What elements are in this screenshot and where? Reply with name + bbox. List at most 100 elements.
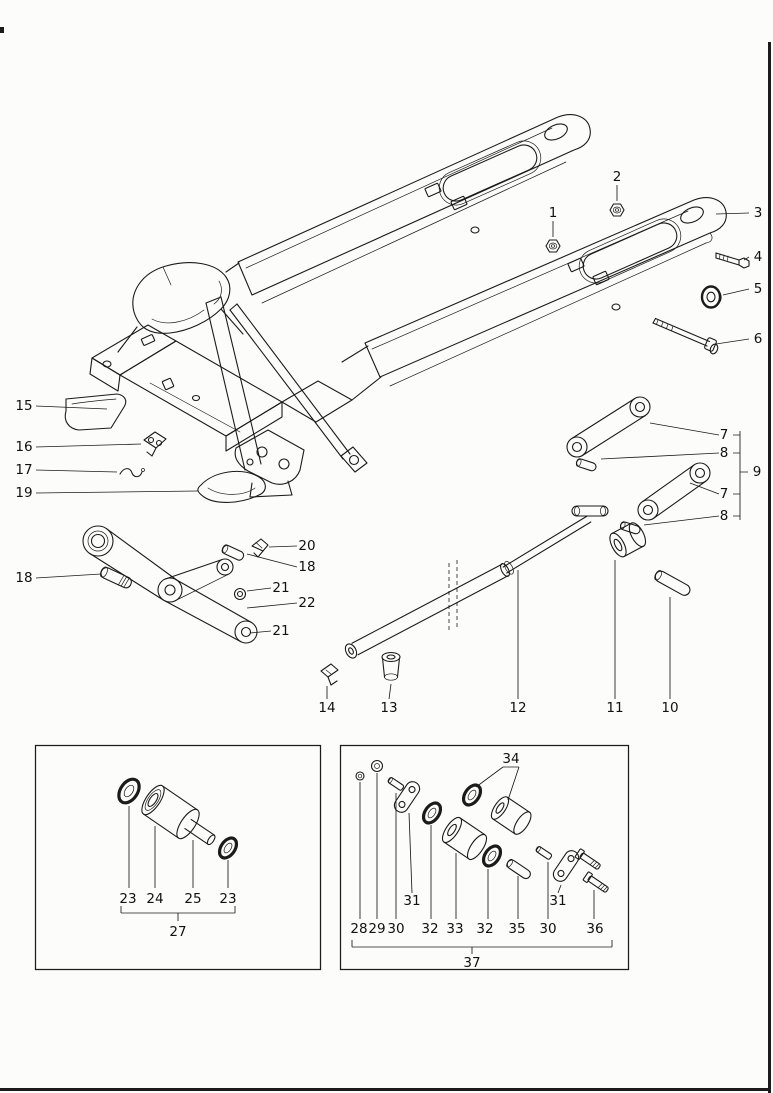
callout-30-left: 30 — [387, 921, 404, 937]
detail-box-wheel: 23 24 25 23 27 — [34, 744, 322, 971]
callout-21-lower: 21 — [272, 623, 289, 639]
group-34 — [461, 783, 532, 835]
bushing-13 — [381, 651, 401, 681]
callout-27: 27 — [169, 924, 186, 940]
o-ring-23-left — [117, 777, 141, 805]
callout-3: 3 — [754, 205, 763, 221]
stud-30-right — [535, 846, 553, 860]
washer-29 — [370, 759, 384, 773]
bolt-36-upper — [574, 848, 601, 870]
callout-10: 10 — [661, 700, 678, 716]
t-pin — [571, 505, 609, 517]
carriage — [89, 262, 382, 498]
callout-7-upper: 7 — [720, 427, 729, 443]
roller-11 — [609, 522, 647, 558]
roller-24 — [141, 784, 200, 840]
callout-23-left: 23 — [119, 891, 136, 907]
callout-24: 24 — [146, 891, 163, 907]
callout-25: 25 — [184, 891, 201, 907]
callout-6: 6 — [754, 331, 763, 347]
bolt-4 — [715, 252, 750, 269]
callout-32-left: 32 — [421, 921, 438, 937]
bolt-18-left — [100, 566, 132, 589]
callout-9: 9 — [753, 464, 762, 480]
callout-35: 35 — [508, 921, 525, 937]
callout-20: 20 — [298, 538, 315, 554]
block-16 — [143, 431, 167, 457]
handle-hood — [132, 262, 231, 334]
callout-30-right: 30 — [539, 921, 556, 937]
detail-box-left-border — [34, 744, 322, 971]
callout-29: 29 — [368, 921, 385, 937]
callout-8-upper: 8 — [720, 445, 729, 461]
callout-36: 36 — [586, 921, 603, 937]
leader-lines-box-right — [351, 766, 613, 954]
page-edges — [0, 27, 771, 1093]
callout-21-upper: 21 — [272, 580, 289, 596]
callout-2: 2 — [613, 169, 622, 185]
detail-box-roller-kit: 34 31 31 28 29 30 32 33 32 35 30 36 37 — [339, 744, 630, 971]
callout-22: 22 — [298, 595, 315, 611]
callout-31-left: 31 — [403, 893, 420, 909]
pin-35 — [506, 858, 531, 880]
callout-37: 37 — [463, 955, 480, 971]
link-plate-31-right — [552, 850, 580, 882]
callout-19: 19 — [15, 485, 32, 501]
nut-2 — [609, 203, 625, 217]
axle-rod-assembly — [344, 505, 609, 659]
nut-1 — [545, 239, 561, 253]
fork-rear — [237, 114, 591, 304]
callout-14: 14 — [318, 700, 335, 716]
clip-14 — [320, 663, 339, 686]
callout-13: 13 — [380, 700, 397, 716]
callout-18-left: 18 — [15, 570, 32, 586]
callout-32-right: 32 — [476, 921, 493, 937]
callout-31-right: 31 — [549, 893, 566, 909]
plate-15 — [64, 393, 127, 431]
callout-17: 17 — [15, 462, 32, 478]
callout-18-right: 18 — [298, 559, 315, 575]
callouts-main: 1 2 3 4 5 6 7 8 9 7 8 15 16 17 19 18 20 … — [15, 169, 762, 716]
callout-4: 4 — [754, 249, 763, 265]
callout-8-lower: 8 — [720, 508, 729, 524]
callout-33: 33 — [446, 921, 463, 937]
plate-19 — [197, 470, 266, 503]
pin-10 — [654, 570, 691, 596]
linkage-arm-upper — [566, 396, 651, 472]
fork-front — [364, 197, 727, 387]
washer-28 — [355, 771, 365, 781]
callout-1: 1 — [549, 205, 558, 221]
lever-assembly — [82, 525, 258, 644]
clip-20 — [251, 538, 269, 558]
link-plate-31-left — [393, 781, 421, 813]
callout-23-right: 23 — [219, 891, 236, 907]
callout-12: 12 — [509, 700, 526, 716]
o-ring-32-left — [421, 801, 443, 825]
stud-30-left — [387, 777, 405, 791]
pin-18-right — [221, 544, 245, 561]
callout-34: 34 — [502, 751, 519, 767]
roller-5 — [700, 285, 722, 309]
bushing-21 — [233, 587, 247, 601]
callout-15: 15 — [15, 398, 32, 414]
pin-8-upper — [575, 458, 597, 472]
bolt-36-lower — [582, 871, 609, 893]
linkage-arm-lower — [619, 462, 711, 535]
axle-bracket — [234, 429, 305, 498]
o-ring-32-right — [481, 844, 503, 868]
o-ring-23-right — [217, 836, 239, 860]
callout-5: 5 — [754, 281, 763, 297]
leader-lines-main — [35, 185, 750, 700]
wire-clip-17 — [119, 468, 145, 478]
bolt-6 — [652, 317, 719, 355]
callout-11: 11 — [606, 700, 623, 716]
callout-28: 28 — [350, 921, 367, 937]
callout-16: 16 — [15, 439, 32, 455]
roller-33 — [441, 816, 488, 861]
shaft-25 — [184, 818, 216, 846]
leader-lines-box-left — [120, 806, 236, 921]
detail-box-right-border — [339, 744, 630, 971]
callout-7-lower: 7 — [720, 486, 729, 502]
